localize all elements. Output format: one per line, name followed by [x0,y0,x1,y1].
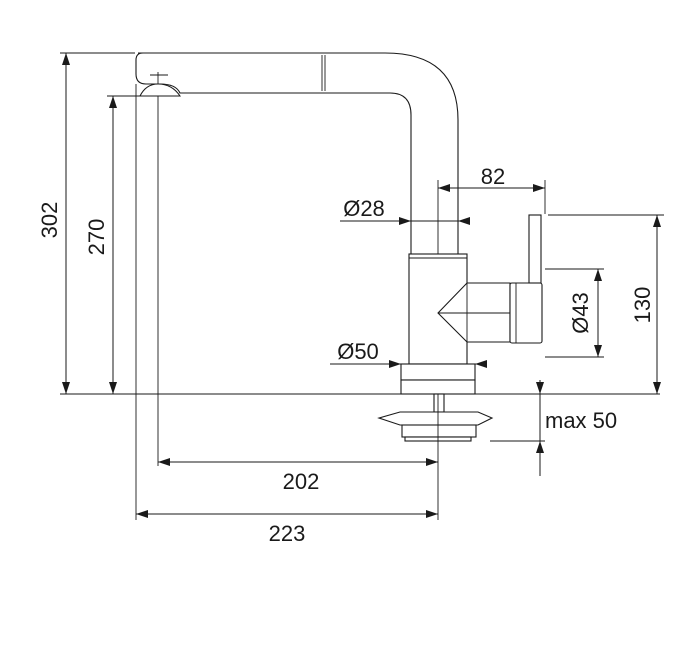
base-plate [400,379,476,395]
mounting-nut [401,424,477,438]
label-handle-diameter: Ø43 [568,292,593,334]
label-handle-offset: 82 [481,164,505,189]
dimension-lines [60,52,664,520]
handle-hub [509,282,543,344]
label-spout-height: 270 [84,219,109,256]
mounting-stud [433,393,445,413]
handle-lever [528,214,542,284]
base-flange [400,363,476,381]
label-handle-height: 130 [630,287,655,324]
aerator [139,83,182,97]
label-spout-reach: 202 [283,469,320,494]
label-tube-diameter: Ø28 [343,196,385,221]
label-total-height: 302 [37,202,62,239]
faucet-outline [135,52,543,442]
dimension-labels: 302 270 202 223 82 Ø28 Ø50 Ø43 130 max 5… [37,164,655,546]
label-max-counter: max 50 [545,408,617,433]
label-base-diameter: Ø50 [337,339,379,364]
spout-pipe [135,52,459,255]
label-total-reach: 223 [269,521,306,546]
mounting-plate [377,411,494,426]
